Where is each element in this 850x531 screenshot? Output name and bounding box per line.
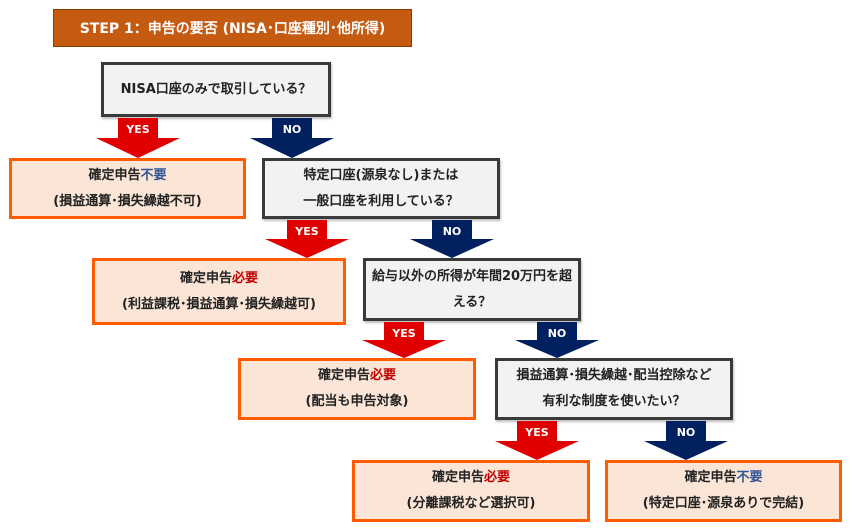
result-prefix: 確定申告 (317, 368, 370, 383)
no-arrow: NO (250, 118, 334, 158)
result-heading: 確定申告必要 (318, 363, 396, 389)
question-benefit-systems: 損益通算･損失繰越･配当控除など 有利な制度を使いたい？ (495, 358, 733, 420)
result-prefix: 確定申告 (684, 470, 737, 485)
result-prefix: 確定申告 (431, 470, 484, 485)
yes-label: YES (525, 426, 549, 439)
result-status: 必要 (370, 368, 397, 383)
result-heading: 確定申告必要 (180, 266, 258, 292)
question-text: 有利な制度を使いたい？ (542, 394, 686, 409)
yes-arrow: YES (96, 118, 180, 158)
no-arrow: NO (644, 421, 728, 460)
question-nisa-only: NISA口座のみで取引している？ (101, 62, 331, 117)
yes-label: YES (392, 327, 416, 340)
no-arrow-shape (515, 322, 599, 358)
no-label: NO (442, 225, 462, 238)
yes-arrow: YES (495, 421, 579, 460)
result-required-account: 確定申告必要 (利益課税･損益通算･損失繰越可) (92, 258, 346, 325)
no-arrow-shape (250, 118, 334, 158)
question-text: 特定口座(源泉なし)または (303, 167, 459, 183)
result-not-required-nisa: 確定申告不要 (損益通算･損失繰越不可) (9, 158, 246, 219)
no-arrow-shape (644, 421, 728, 460)
question-text: NISA口座のみで取引している？ (120, 81, 312, 97)
result-prefix: 確定申告 (88, 167, 141, 183)
result-heading: 確定申告不要 (88, 163, 166, 189)
yes-arrow-shape (96, 118, 180, 158)
yes-arrow-shape (265, 220, 349, 258)
question-text: 給与以外の所得が年間20万円を超 (371, 268, 573, 284)
question-text: える？ (452, 294, 492, 310)
no-arrow-shape (410, 220, 494, 258)
result-required-benefit: 確定申告必要 (分離課税など選択可) (352, 460, 590, 522)
result-required-income: 確定申告必要 (配当も申告対象) (238, 358, 476, 420)
yes-arrow: YES (362, 322, 446, 358)
result-heading: 確定申告必要 (432, 465, 510, 491)
result-heading: 確定申告不要 (684, 465, 762, 491)
yes-label: YES (295, 225, 319, 238)
result-status: 必要 (232, 270, 259, 286)
yes-arrow-shape (495, 421, 579, 460)
result-status: 不要 (140, 167, 167, 183)
step-title-text: STEP 1：申告の要否 (NISA･口座種別･他所得) (79, 21, 386, 37)
result-detail: (分離課税など選択可) (406, 496, 536, 511)
result-not-required-withholding: 確定申告不要 (特定口座･源泉ありで完結) (605, 460, 842, 522)
result-detail: (配当も申告対象) (305, 394, 409, 409)
question-text: 損益通算･損失繰越･配当控除など (516, 368, 712, 383)
result-detail: (特定口座･源泉ありで完結) (642, 496, 805, 511)
result-status: 必要 (484, 470, 511, 485)
question-other-income: 給与以外の所得が年間20万円を超 える？ (363, 258, 581, 321)
no-label: NO (282, 123, 302, 136)
result-detail: (利益課税･損益通算･損失繰越可) (122, 296, 316, 312)
no-arrow: NO (515, 322, 599, 358)
no-label: NO (547, 327, 567, 340)
no-label: NO (676, 426, 696, 439)
result-prefix: 確定申告 (179, 270, 232, 286)
yes-label: YES (126, 123, 150, 136)
question-text: 一般口座を利用している？ (303, 193, 459, 209)
step-title: STEP 1：申告の要否 (NISA･口座種別･他所得) (53, 9, 412, 47)
question-account-type: 特定口座(源泉なし)または 一般口座を利用している？ (262, 158, 500, 219)
yes-arrow-shape (362, 322, 446, 358)
yes-arrow: YES (265, 220, 349, 258)
result-status: 不要 (736, 470, 763, 485)
result-detail: (損益通算･損失繰越不可) (53, 193, 202, 209)
no-arrow: NO (410, 220, 494, 258)
